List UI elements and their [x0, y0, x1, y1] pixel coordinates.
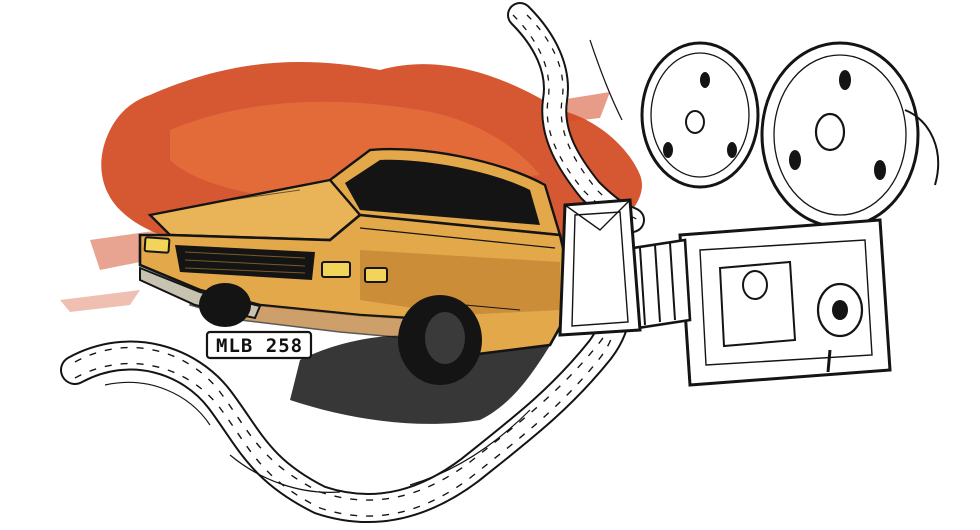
- license-plate-text: MLB 258: [216, 335, 303, 357]
- license-plate: MLB 258: [205, 330, 313, 360]
- film-strip: [60, 275, 631, 523]
- headlight-left-icon: [143, 236, 171, 254]
- headlight-right-icon: [321, 261, 351, 278]
- movie-camera: [558, 41, 940, 387]
- car: [138, 147, 577, 385]
